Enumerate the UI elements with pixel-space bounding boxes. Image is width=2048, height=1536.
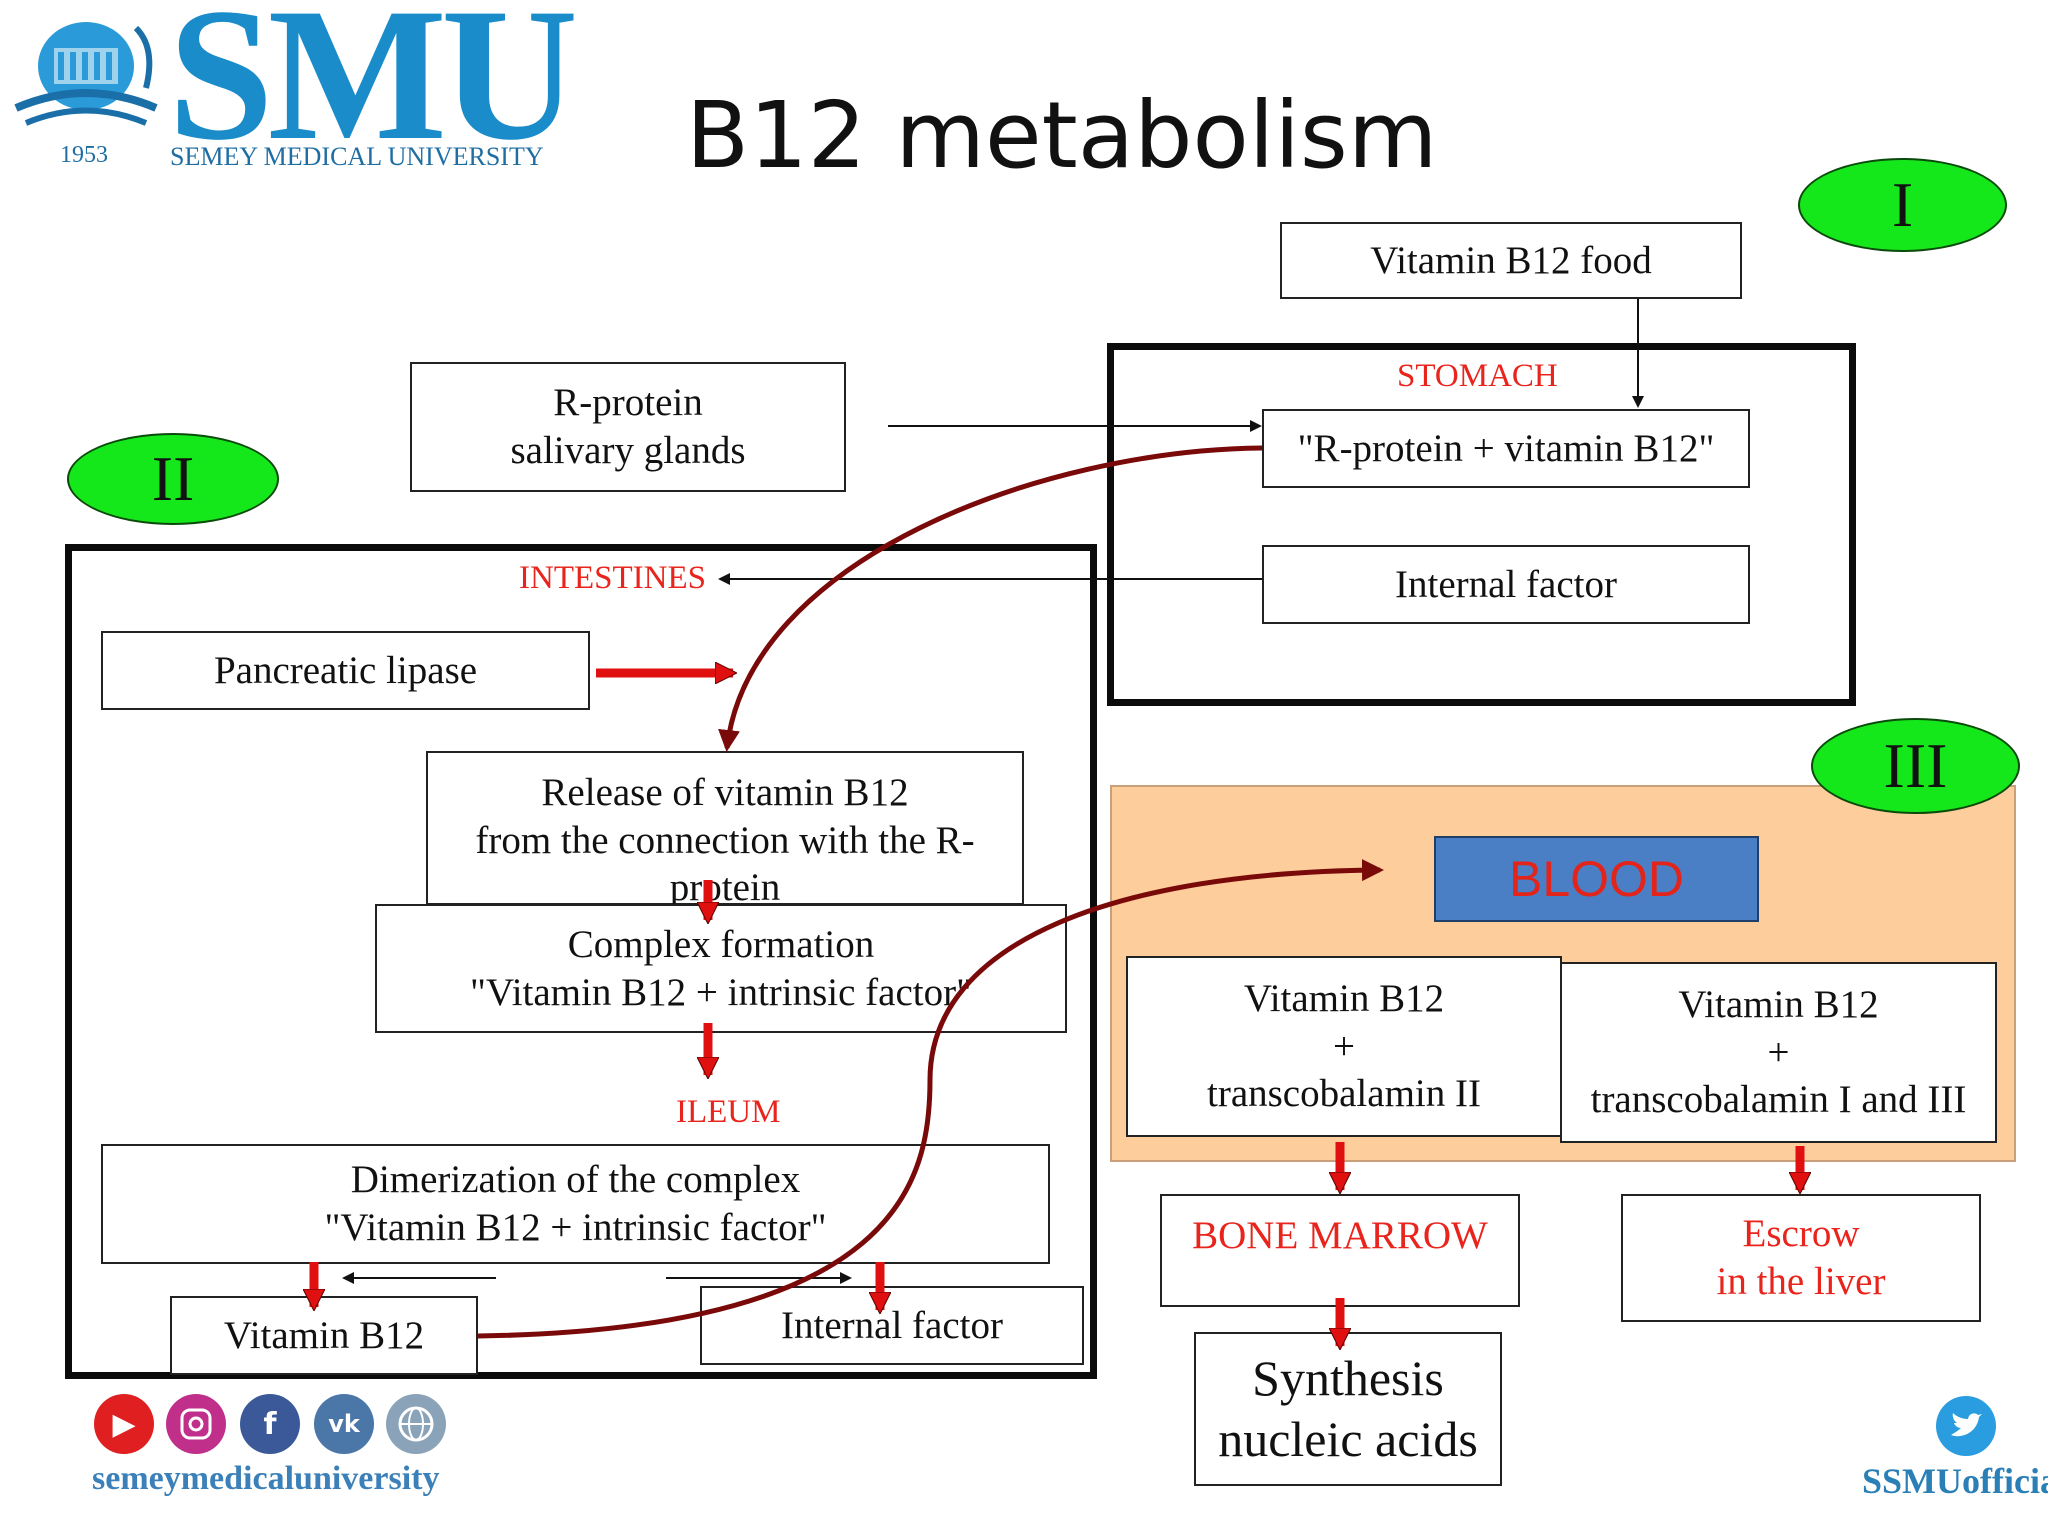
vitamin-b12-food-box: Vitamin B12 food (1280, 222, 1742, 299)
intestines-region (65, 544, 1097, 1379)
logo-university-name: SEMEY MEDICAL UNIVERSITY (170, 142, 544, 171)
ileum-label: ILEUM (676, 1094, 781, 1130)
region-number-three: III (1811, 718, 2020, 814)
curve-vitamin-to-blood (477, 859, 1384, 1339)
slide-title: B12 metabolism (686, 82, 1438, 189)
youtube-icon[interactable]: ▶ (94, 1394, 154, 1454)
twitter-handle: SSMUofficia (1862, 1461, 2048, 1501)
instagram-icon[interactable] (166, 1394, 226, 1454)
social-handle: semeymedicaluniversity (92, 1460, 440, 1497)
pancreatic-lipase-box: Pancreatic lipase (101, 631, 590, 710)
vk-icon[interactable]: vk (314, 1394, 374, 1454)
globe-icon[interactable] (386, 1394, 446, 1454)
stomach-region (1107, 343, 1856, 706)
curve-stomach-to-release (718, 445, 1263, 752)
region-number-two: II (67, 433, 279, 525)
logo-wordmark: SMU (168, 0, 578, 180)
transcobalamin-2-box: Vitamin B12+transcobalamin II (1126, 956, 1562, 1137)
blood-box: BLOOD (1434, 836, 1759, 922)
internal-factor-stomach-box: Internal factor (1262, 545, 1750, 624)
intestines-label: INTESTINES (519, 560, 706, 596)
facebook-icon[interactable]: f (240, 1394, 300, 1454)
internal-factor-ileum-box: Internal factor (700, 1286, 1084, 1365)
r-protein-vitamin-b12-box: "R-protein + vitamin B12" (1262, 409, 1750, 488)
logo-year: 1953 (60, 142, 108, 168)
stomach-label: STOMACH (1397, 358, 1558, 394)
region-number-one: I (1798, 158, 2007, 252)
complex-formation-box: Complex formation"Vitamin B12 + intrinsi… (375, 904, 1067, 1033)
transcobalamin-1-3-box: Vitamin B12+transcobalamin I and III (1560, 962, 1997, 1143)
logo-emblem-icon (14, 22, 158, 126)
twitter-icon[interactable] (1936, 1396, 1996, 1456)
dimerization-box: Dimerization of the complex"Vitamin B12 … (101, 1144, 1050, 1264)
